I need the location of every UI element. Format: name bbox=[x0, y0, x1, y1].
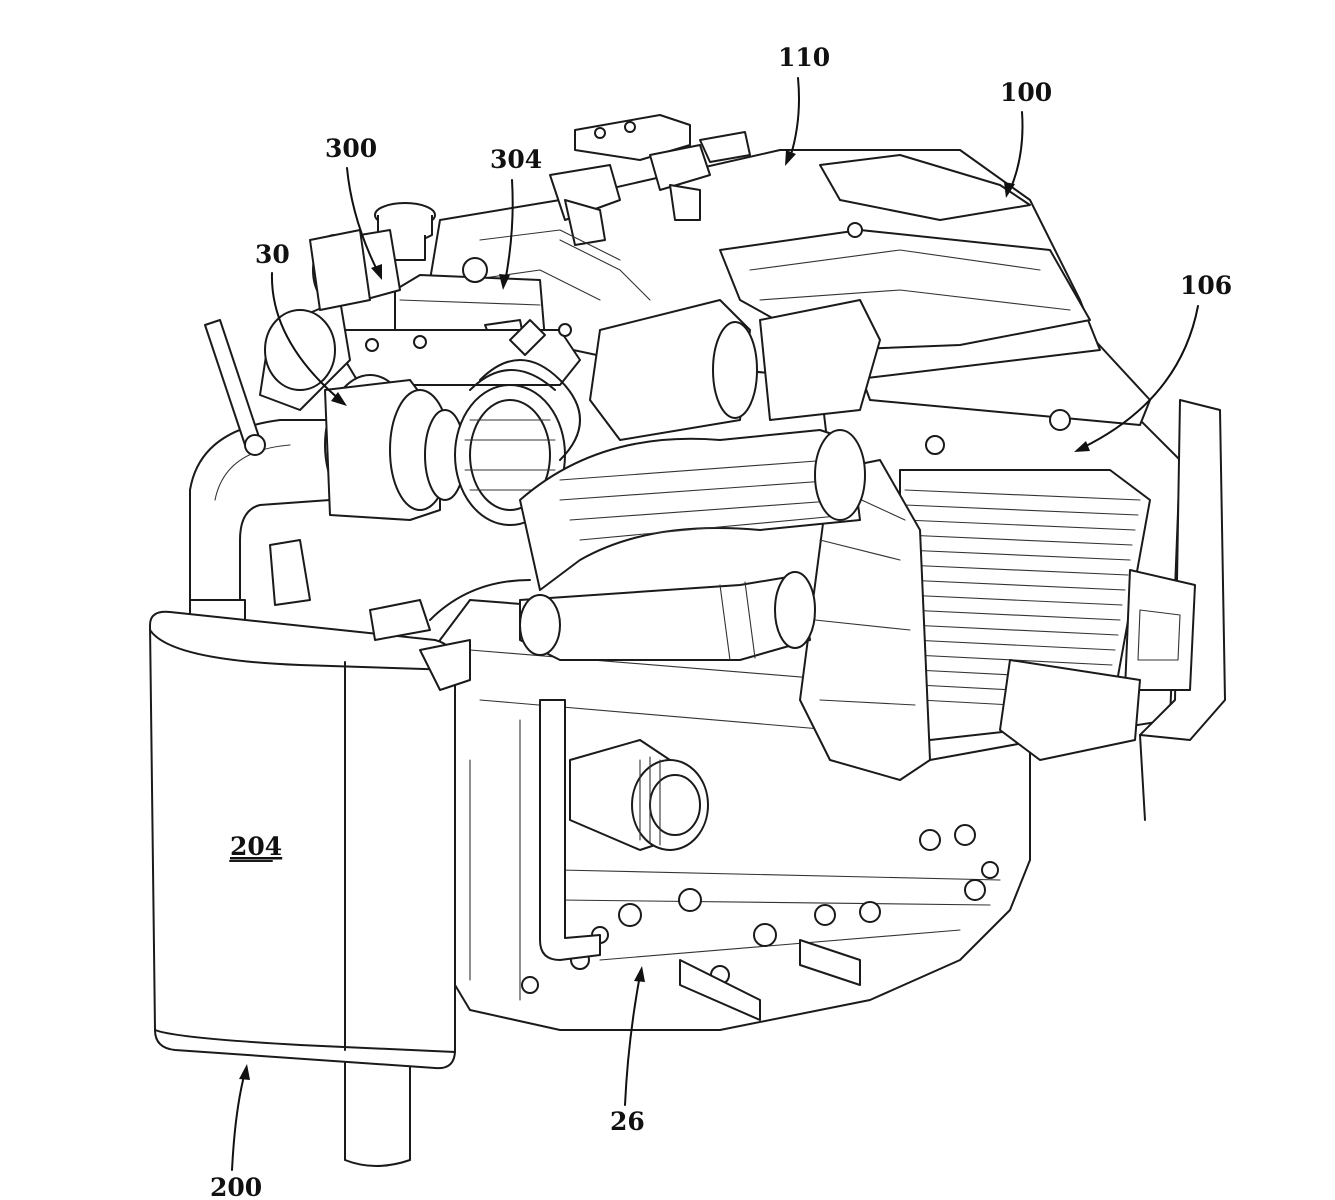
label-204: 204 bbox=[230, 832, 282, 861]
label-300: 300 bbox=[325, 134, 377, 163]
reference-labels: 110 100 300 304 30 106 204 26 200 bbox=[210, 43, 1232, 1200]
leader-26 bbox=[624, 974, 641, 1106]
label-100: 100 bbox=[1000, 78, 1052, 107]
label-26: 26 bbox=[610, 1107, 645, 1136]
muffler bbox=[149, 539, 471, 1167]
label-200: 200 bbox=[210, 1173, 262, 1200]
label-304: 304 bbox=[490, 145, 542, 174]
leader-304 bbox=[504, 179, 514, 283]
leader-100 bbox=[1009, 111, 1024, 191]
air-intake-housing bbox=[429, 114, 1101, 441]
label-110: 110 bbox=[778, 43, 830, 72]
leader-110 bbox=[789, 77, 800, 159]
label-106: 106 bbox=[1180, 271, 1232, 300]
charge-air-tubes bbox=[429, 319, 866, 661]
leader-300 bbox=[346, 167, 379, 273]
leader-30 bbox=[270, 272, 341, 401]
intercooler-assembly bbox=[799, 334, 1226, 821]
leader-106 bbox=[1081, 305, 1199, 449]
label-30: 30 bbox=[255, 240, 290, 269]
turbocharger bbox=[189, 229, 566, 621]
leader-200 bbox=[231, 1071, 246, 1171]
